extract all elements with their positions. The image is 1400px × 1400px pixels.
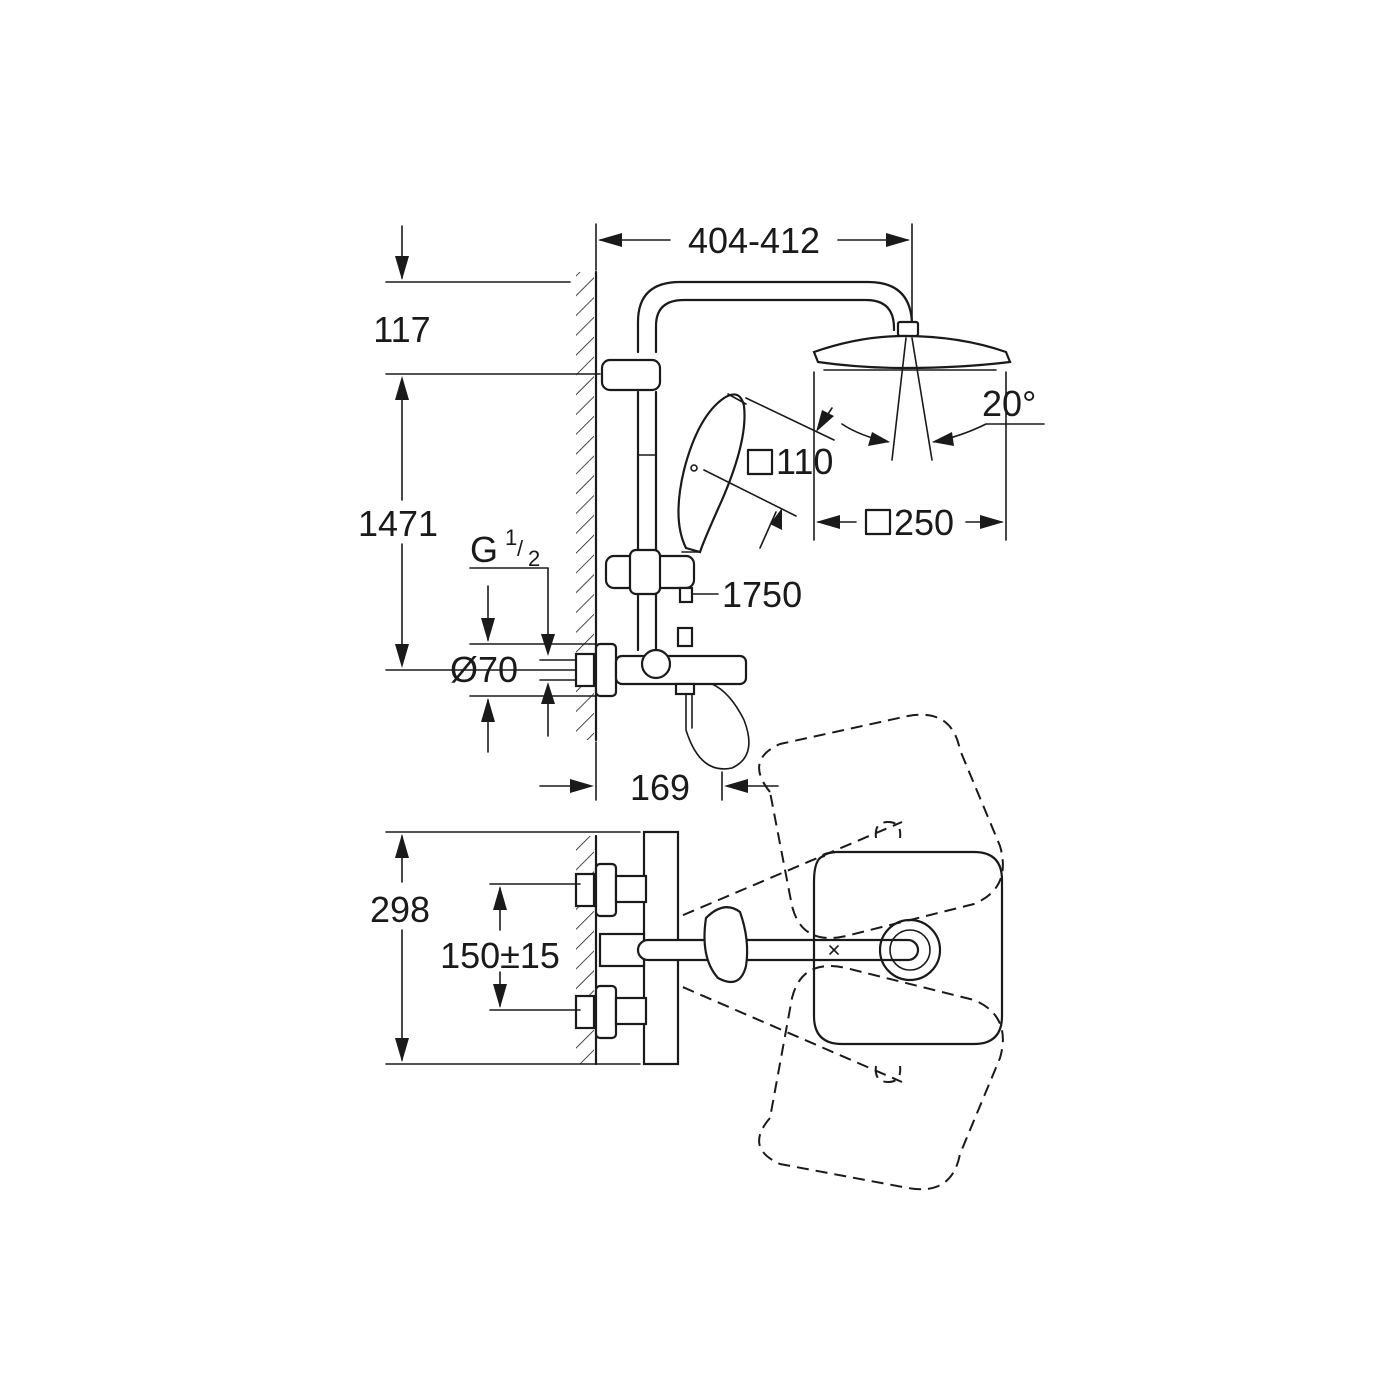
label-head-drop: 117 — [373, 309, 430, 350]
hose — [678, 586, 750, 770]
label-flange-diameter: Ø70 — [450, 649, 518, 690]
label-mixer-depth: 169 — [630, 767, 690, 808]
dim-hand-shower: 110 — [703, 397, 835, 549]
dim-centres: 150±15 — [440, 883, 581, 1011]
head-shower — [812, 320, 1012, 461]
arm-plan — [636, 850, 1004, 1046]
label-hose-length: 1750 — [722, 574, 802, 615]
dim-plan-depth: 298 — [370, 831, 641, 1065]
label-tilt-angle: 20° — [982, 383, 1036, 424]
dim-thread: G 1 / 2 — [469, 525, 577, 737]
wall-plan — [576, 834, 598, 1066]
label-hand-shower-size: 110 — [776, 441, 833, 482]
dim-flange-diameter: Ø70 — [450, 585, 597, 753]
plan-view: 298 150±15 — [370, 713, 1004, 1191]
label-thread-den: 2 — [528, 546, 540, 571]
label-head-shower-size: 250 — [894, 502, 954, 543]
label-centres: 150±15 — [440, 935, 560, 976]
elevation-view: 404-412 117 1471 G 1 / 2 — [358, 220, 1045, 808]
dim-tilt-angle: 20° — [841, 383, 1045, 446]
shower-column — [600, 280, 914, 652]
square-size-icon — [746, 448, 774, 476]
label-thread-num: 1 — [505, 525, 517, 550]
dim-hose-length: 1750 — [691, 574, 802, 615]
label-plan-depth: 298 — [370, 889, 430, 930]
dim-head-drop: 117 — [373, 225, 571, 350]
label-thread-slash: / — [517, 536, 524, 561]
dim-mixer-depth: 169 — [539, 741, 779, 808]
square-size-icon-2 — [864, 508, 892, 536]
thermostatic-mixer — [574, 626, 748, 698]
dim-width-range: 404-412 — [595, 220, 913, 321]
dim-rail-height: 1471 — [358, 373, 601, 671]
label-thread: G — [470, 529, 498, 570]
label-width-range: 404-412 — [688, 220, 820, 261]
label-rail-height: 1471 — [358, 503, 438, 544]
hand-shower — [677, 393, 747, 554]
swing-outline — [647, 713, 1004, 1191]
dim-head-shower: 250 — [813, 371, 1007, 543]
